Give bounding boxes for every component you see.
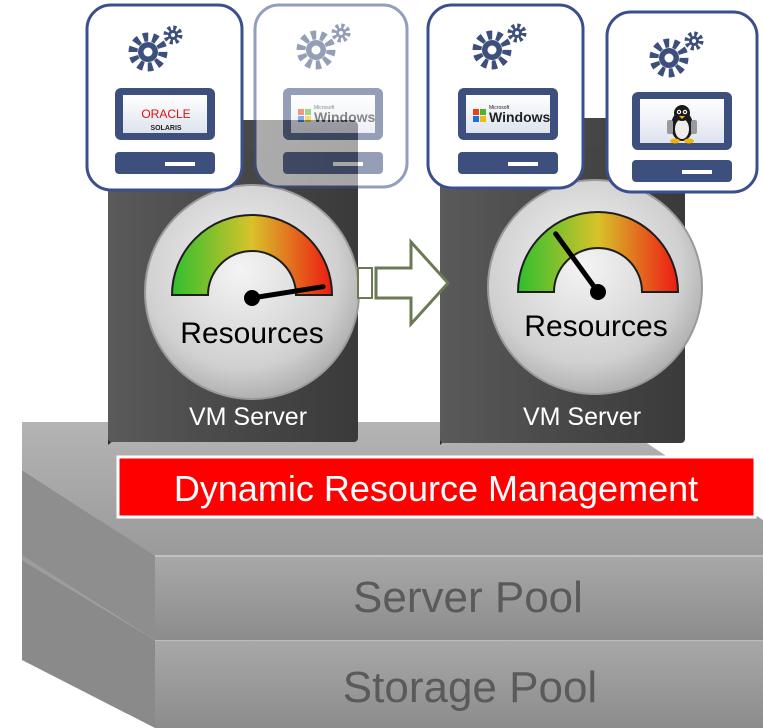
windows-logo-icon	[298, 109, 311, 122]
gauge-needle	[553, 231, 601, 295]
server-pool-layer: Server Pool	[22, 422, 763, 640]
dynamic-resource-management-banner: Dynamic Resource Management	[116, 455, 757, 519]
os-subname: Microsoft	[314, 105, 335, 111]
resource-gauge: Resources	[487, 179, 703, 395]
vm-server-label: VM Server	[189, 403, 307, 431]
server-pool-label: Server Pool	[353, 573, 583, 622]
gear-icon	[296, 23, 351, 70]
os-name: Windows	[489, 109, 551, 125]
vm-card-oracle-solaris[interactable]: ORACLE SOLARIS	[85, 3, 244, 192]
gear-icon	[472, 23, 527, 70]
tux-linux-icon	[667, 105, 697, 144]
vm-server-label: VM Server	[523, 403, 641, 431]
windows-logo-icon	[473, 109, 486, 122]
vm-card-linux[interactable]	[605, 10, 759, 194]
gauge-pivot	[244, 290, 260, 306]
vm-card-windows-dimmed[interactable]: Microsoft Windows	[253, 3, 409, 189]
os-subname: SOLARIS	[150, 125, 181, 132]
vm-server-2: VM Server Resources	[440, 118, 703, 445]
vm-server-1: VM Server Resources	[108, 120, 360, 445]
hollow-right-arrow-icon	[357, 238, 451, 328]
os-name: Windows	[314, 109, 376, 125]
gauge-label: Resources	[524, 310, 667, 343]
vm-card-windows[interactable]: Microsoft Windows	[426, 3, 585, 190]
banner-label: Dynamic Resource Management	[174, 468, 698, 509]
gauge-label: Resources	[180, 317, 323, 350]
gear-icon	[128, 25, 183, 72]
gear-icon	[649, 31, 704, 78]
os-subname: Microsoft	[489, 105, 510, 111]
resource-gauge: Resources	[144, 184, 360, 400]
gauge-needle	[249, 284, 326, 301]
storage-pool-label: Storage Pool	[343, 663, 597, 712]
os-name: ORACLE	[141, 107, 190, 121]
gauge-pivot	[590, 284, 606, 300]
